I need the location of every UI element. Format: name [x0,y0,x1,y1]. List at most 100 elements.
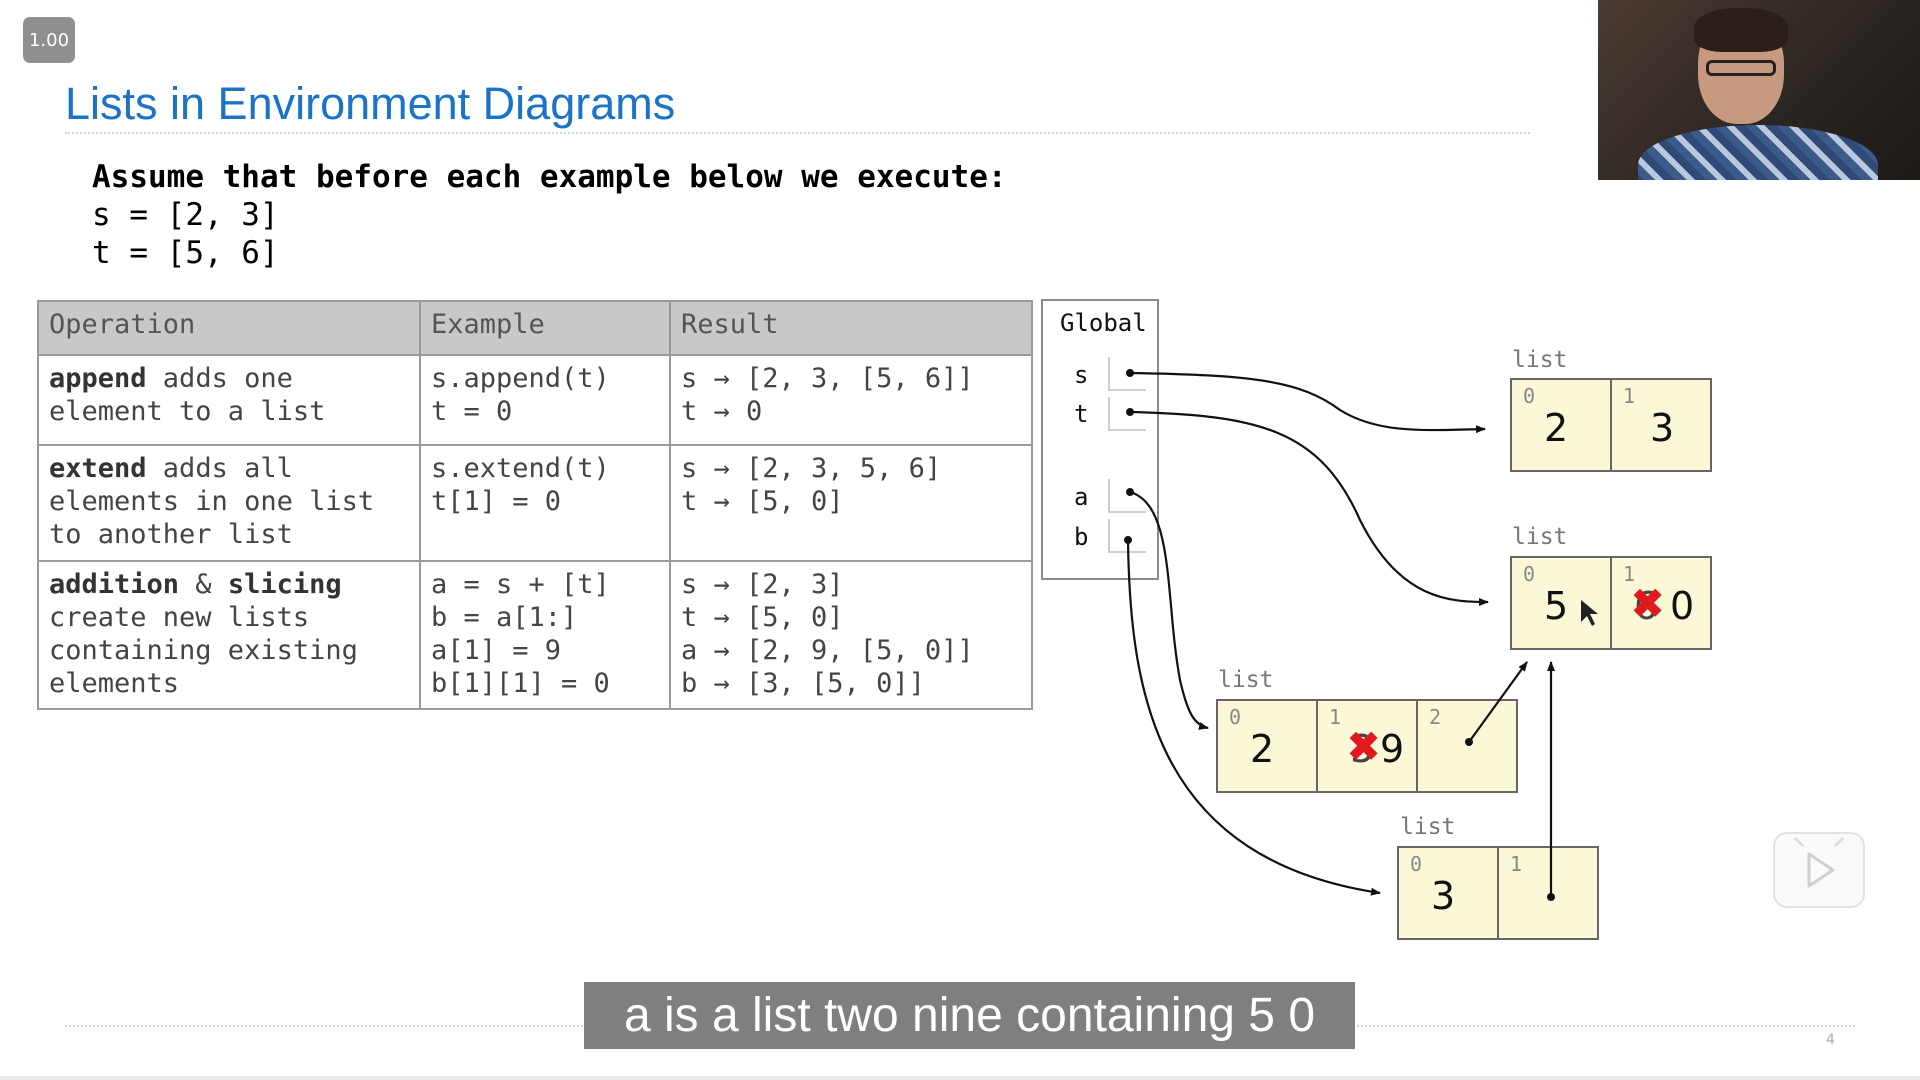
operation-connector: & [179,569,228,600]
result-cell: s → [2, 3, 5, 6] t → [5, 0] [669,444,1033,562]
crossed-old-value: 6 [1634,584,1659,628]
slide-title: Lists in Environment Diagrams [65,78,676,129]
cell-value: 3 [1431,874,1456,918]
page-number: 4 [1826,1032,1835,1048]
cell-value: 0 [1670,584,1695,628]
title-divider [65,132,1530,134]
list-t-cell-0: 0 5 [1510,556,1612,650]
play-icon [1793,836,1845,888]
operation-cell: extend adds all elements in one list to … [37,444,421,562]
list-a-cell-0: 0 2 [1216,699,1318,793]
preamble-line-t: t = [5, 6] [92,235,279,271]
cell-index: 1 [1510,852,1523,876]
preamble-heading: Assume that before each example below we… [92,159,1007,195]
pointer-dot-a2 [1465,738,1473,746]
list-t-label: list [1512,524,1568,550]
pointer-dot-t [1126,408,1134,416]
slot-s-left [1108,357,1110,389]
operation-description: create new lists containing existing ele… [49,602,358,699]
slot-a-left [1108,479,1110,511]
table-header-row: Operation Example Result [37,300,1033,356]
presenter-shirt [1638,125,1878,180]
list-a-cell-1: 1 3 ✖ 9 [1316,699,1418,793]
cell-index: 2 [1429,705,1442,729]
cell-value: 9 [1380,727,1405,771]
cell-value: 2 [1250,727,1275,771]
cell-value: 5 [1544,584,1569,628]
pointer-dot-a [1126,488,1134,496]
cell-value: 2 [1544,406,1569,450]
pointer-dot-s [1126,369,1134,377]
bottom-border [0,1076,1920,1080]
slot-a-bottom [1108,511,1146,513]
list-s-label: list [1512,347,1568,373]
cell-index: 0 [1410,852,1423,876]
arrow-a2-to-t [1468,661,1528,743]
operation-keyword: addition [49,569,180,600]
list-a-label: list [1218,667,1274,693]
arrow-b [1126,539,1381,896]
cell-index: 0 [1523,562,1536,586]
variable-t: t [1074,400,1089,428]
subtitle-caption: a is a list two nine containing 5 0 [584,982,1355,1049]
playback-speed-badge[interactable]: 1.00 [23,17,75,63]
variable-s: s [1074,361,1089,389]
cell-index: 0 [1523,384,1536,408]
table-row: extend adds all elements in one list to … [37,444,1033,562]
example-cell: s.append(t) t = 0 [419,354,671,446]
operations-table: Operation Example Result append adds one… [37,300,1033,710]
list-a-cell-2: 2 [1416,699,1518,793]
operation-cell: addition & slicing create new lists cont… [37,560,421,710]
crossed-old-value: 3 [1350,727,1375,771]
global-frame-label: Global [1060,309,1147,337]
list-b-cell-0: 0 3 [1397,846,1499,940]
result-cell: s → [2, 3, [5, 6]] t → 0 [669,354,1033,446]
list-b-label: list [1400,814,1456,840]
preamble-line-s: s = [2, 3] [92,197,279,233]
operation-keyword: extend [49,453,147,484]
list-s-cell-1: 1 3 [1610,378,1712,472]
header-operation: Operation [37,300,421,356]
cross-mark-icon: ✖ [1630,579,1666,628]
cross-mark-icon: ✖ [1346,722,1382,771]
table-row: addition & slicing create new lists cont… [37,560,1033,710]
slot-t-left [1108,397,1110,429]
global-frame [1041,299,1159,580]
operation-cell: append adds one element to a list [37,354,421,446]
pointer-dot-b [1124,536,1132,544]
header-example: Example [419,300,671,356]
preamble: Assume that before each example below we… [92,158,1007,272]
result-cell: s → [2, 3] t → [5, 0] a → [2, 9, [5, 0]]… [669,560,1033,710]
cell-index: 0 [1229,705,1242,729]
presenter-hair [1694,8,1788,52]
operation-keyword: append [49,363,147,394]
mouse-cursor-icon [1581,600,1598,626]
cell-value: 3 [1650,406,1675,450]
cell-index: 1 [1329,705,1342,729]
arrow-a [1129,490,1209,730]
header-result: Result [669,300,1033,356]
variable-a: a [1074,483,1089,511]
pointer-dot-b1 [1547,893,1555,901]
play-button[interactable] [1773,832,1865,908]
list-b-cell-1: 1 [1497,846,1599,940]
operation-description: adds all elements in one list to another… [49,453,375,550]
example-cell: a = s + [t] b = a[1:] a[1] = 9 b[1][1] =… [419,560,671,710]
slot-t-bottom [1108,429,1146,431]
slot-s-bottom [1108,389,1146,391]
slot-b-left [1108,519,1110,551]
table-row: append adds one element to a list s.appe… [37,354,1033,446]
operation-description: adds one element to a list [49,363,326,427]
cell-index: 1 [1623,562,1636,586]
operation-keyword-2: slicing [227,569,342,600]
slot-b-bottom [1108,551,1146,553]
arrow-t [1129,410,1489,606]
example-cell: s.extend(t) t[1] = 0 [419,444,671,562]
glasses-icon [1706,60,1776,76]
list-t-cell-1: 1 6 ✖ 0 [1610,556,1712,650]
variable-b: b [1074,523,1089,551]
webcam-feed [1598,0,1920,180]
arrow-s [1129,371,1486,434]
list-s-cell-0: 0 2 [1510,378,1612,472]
